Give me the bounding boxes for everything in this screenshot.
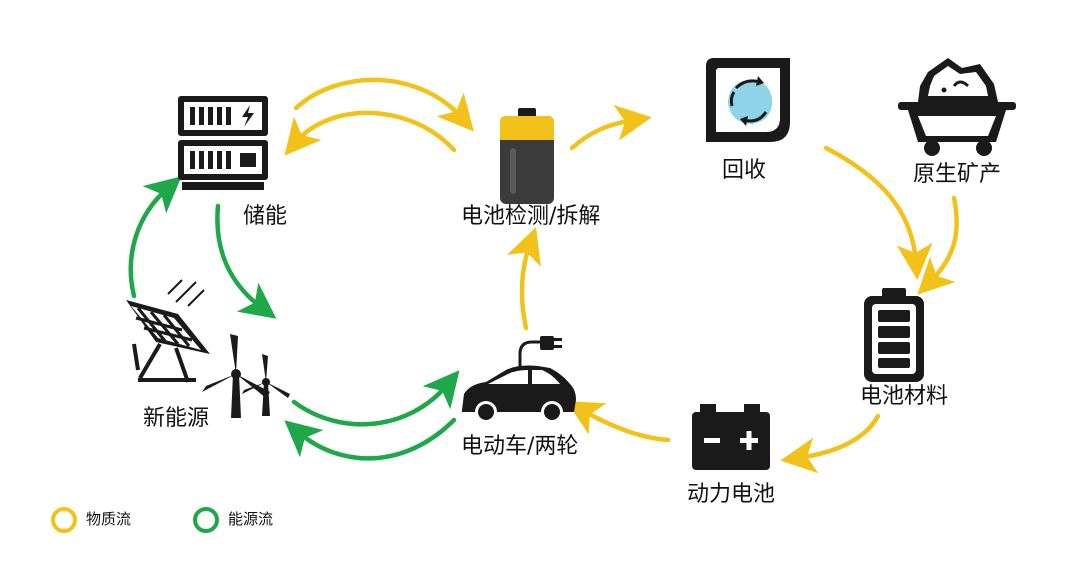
solar-panel-icon [126,279,210,383]
arrow-storage-to-battery-test [293,77,474,132]
arrow-ev-to-new-energy [284,417,457,461]
arrow-new-energy-to-storage [128,176,182,299]
storage-label: 储能 [243,204,288,229]
arrow-battery-test-to-recycle [569,104,652,151]
legend-material-flow-marker [51,507,77,533]
arrow-storage-to-ev-path [215,203,277,319]
arrow-ev-to-battery-test [506,227,541,331]
mining-cart-icon [898,58,1016,156]
arrow-power-battery-to-ev [566,401,671,443]
recycle-icon [706,58,790,142]
battery-material-label: 电池材料 [860,384,949,409]
storage-rack-icon [178,96,268,190]
arrow-mining-to-battery-material [917,195,959,295]
legend-energy-flow-marker [193,507,219,533]
power-battery-icon [692,404,770,470]
legend-material-flow-label: 物质流 [86,510,132,528]
arrow-battery-material-to-power-battery [780,413,881,474]
power-battery-label: 动力电池 [687,482,776,507]
ev-label: 电动车/两轮 [461,434,579,459]
mining-label: 原生矿产 [913,162,1002,187]
arrow-recycle-to-battery-material [823,145,933,280]
battery-test-icon [500,108,554,204]
recycle-label: 回收 [722,158,767,183]
electric-car-icon [462,336,576,423]
battery-material-icon [864,288,924,382]
legend-energy-flow-label: 能源流 [228,510,274,528]
arrow-battery-test-to-storage [284,110,457,156]
new-energy-label: 新能源 [143,406,210,431]
battery-test-label: 电池检测/拆解 [461,204,601,229]
wind-turbine-icon [202,334,270,418]
arrow-new-energy-to-ev [291,370,460,427]
wind-turbine-small-icon [242,354,290,416]
